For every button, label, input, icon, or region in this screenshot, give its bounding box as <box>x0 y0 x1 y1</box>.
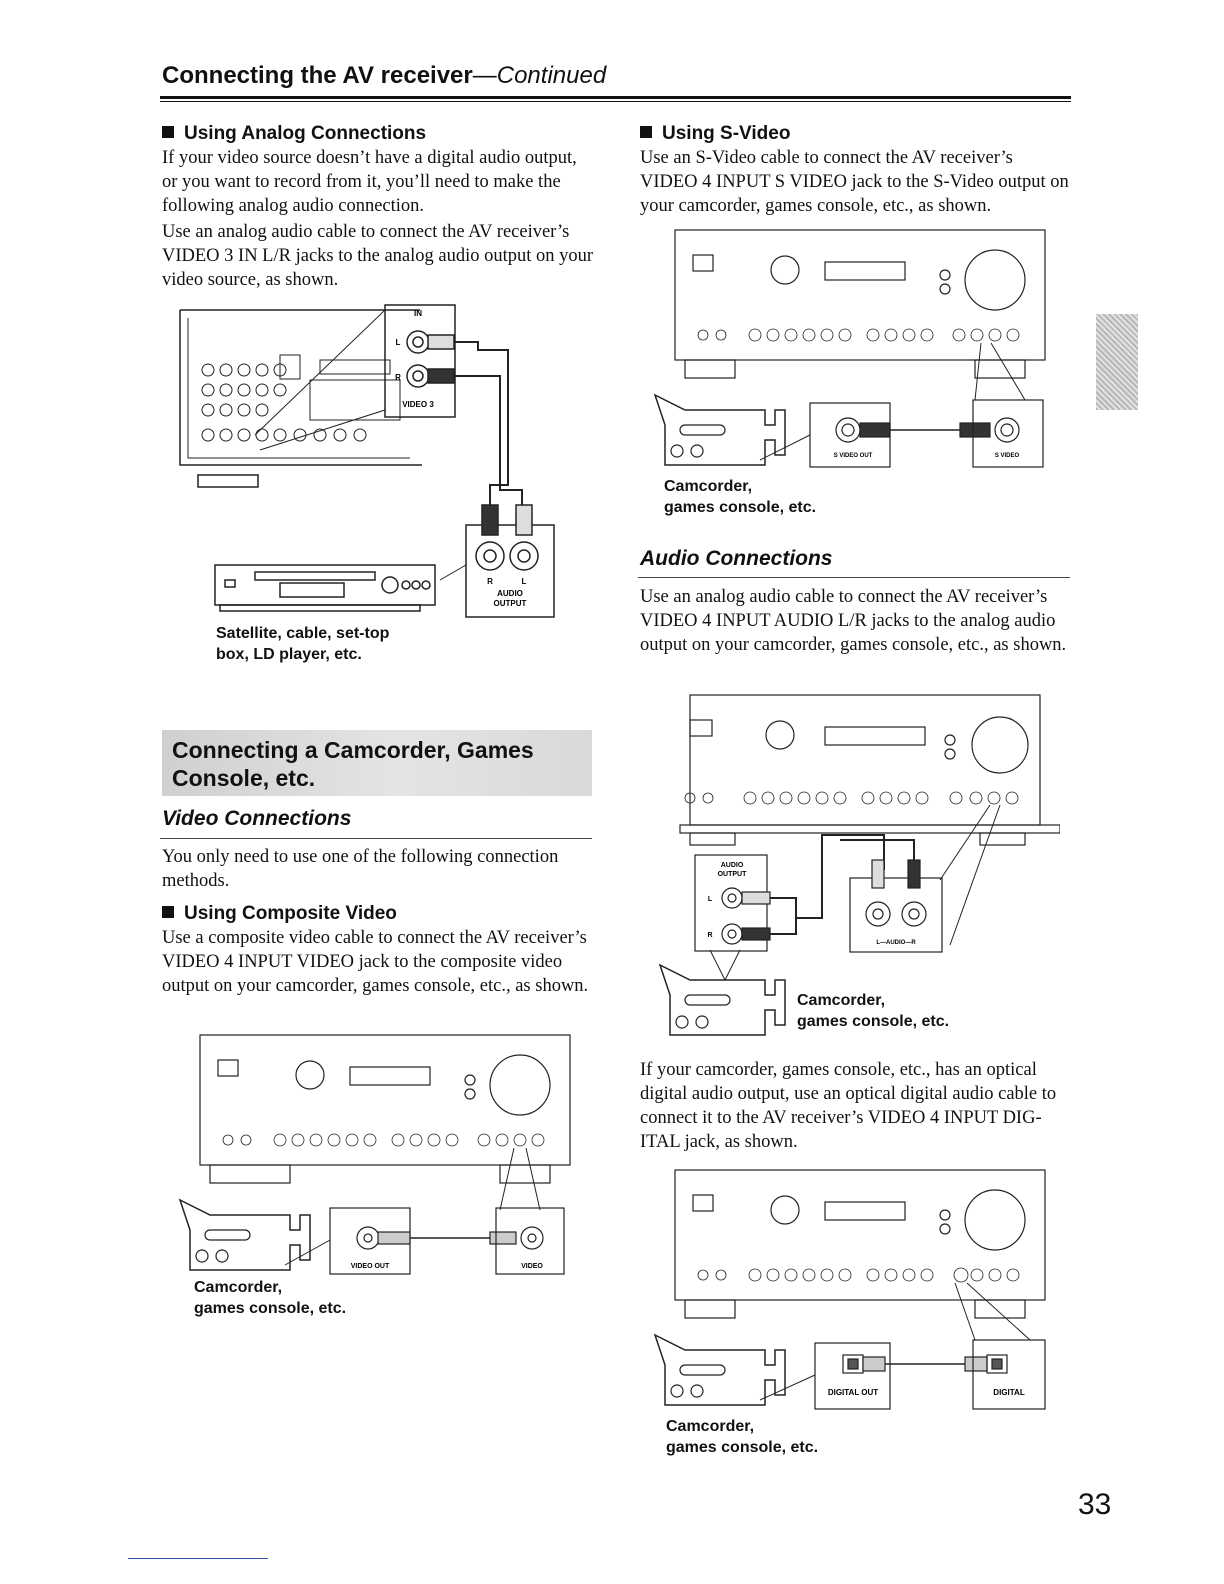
page-number: 33 <box>1078 1488 1112 1521</box>
fig-label-svideo-out: S VIDEO OUT <box>834 453 873 459</box>
fig-label-digital-out: DIGITAL OUT <box>828 1388 878 1397</box>
composite-caption: Camcorder, games console, etc. <box>194 1279 347 1317</box>
optical-connection-figure: DIGITAL OUT DIGITAL <box>653 1169 1046 1410</box>
header-rule <box>160 96 1071 99</box>
fig-label-output: OUTPUT <box>494 599 527 608</box>
analog-connection-figure: IN L R VIDEO 3 R L AUDIO OUTPUT <box>179 304 555 618</box>
analog-caption: Satellite, cable, set-top box, LD player… <box>216 625 390 663</box>
optical-paragraph: If your camcorder, games console, etc., … <box>640 1060 1057 1152</box>
audio-connections-rule <box>638 577 1070 578</box>
fig-label-rr: R <box>487 577 493 586</box>
fig-label-audio: AUDIO <box>497 589 523 598</box>
fig-label-ll: L <box>522 577 527 586</box>
fig-label-audio: AUDIO <box>721 862 744 869</box>
fig-label-in: IN <box>414 309 422 318</box>
analog-heading: Using Analog Connections <box>162 123 426 145</box>
header-rule-thin <box>160 101 1071 102</box>
fig-label-output: OUTPUT <box>718 871 748 878</box>
fig-label-video-out: VIDEO OUT <box>351 1263 390 1270</box>
audio-connection-figure: AUDIO OUTPUT L R L—AUDIO—R <box>658 694 1060 1036</box>
composite-connection-figure: VIDEO OUT VIDEO <box>178 1034 571 1275</box>
optical-caption: Camcorder, games console, etc. <box>666 1418 819 1456</box>
svideo-paragraph: Use an S-Video cable to connect the AV r… <box>640 148 1069 216</box>
fig-label-video3: VIDEO 3 <box>402 400 434 409</box>
page-header: Connecting the AV receiver—Continued <box>162 62 607 89</box>
video-connections-paragraph: You only need to use one of the followin… <box>162 847 559 891</box>
fig-label-r: R <box>395 373 401 382</box>
analog-paragraph-2: Use an analog audio cable to connect the… <box>162 222 594 290</box>
fig-label-l: L <box>396 338 401 347</box>
analog-paragraph-1: If your video source doesn’t have a digi… <box>162 148 577 216</box>
fig-label-lr: L—AUDIO—R <box>876 940 916 946</box>
section-banner: Connecting a Camcorder, Games Console, e… <box>162 730 592 796</box>
svideo-heading: Using S-Video <box>640 123 790 145</box>
audio-caption: Camcorder, games console, etc. <box>797 992 950 1030</box>
audio-connections-heading: Audio Connections <box>640 547 833 570</box>
fig-label-digital: DIGITAL <box>993 1388 1025 1397</box>
fig-label-svideo: S VIDEO <box>995 453 1020 459</box>
composite-paragraph: Use a composite video cable to connect t… <box>162 928 589 996</box>
video-connections-heading: Video Connections <box>162 807 352 830</box>
audio-connections-paragraph: Use an analog audio cable to connect the… <box>640 587 1067 655</box>
bottom-rule <box>128 1558 268 1559</box>
composite-heading: Using Composite Video <box>162 903 397 925</box>
fig-label-l: L <box>708 896 713 903</box>
svideo-caption: Camcorder, games console, etc. <box>664 478 817 516</box>
chapter-tab <box>1096 314 1138 410</box>
fig-label-video: VIDEO <box>521 1263 543 1270</box>
fig-label-r: R <box>707 932 712 939</box>
svideo-connection-figure: S VIDEO OUT S VIDEO <box>653 229 1046 468</box>
video-connections-rule <box>160 838 592 839</box>
